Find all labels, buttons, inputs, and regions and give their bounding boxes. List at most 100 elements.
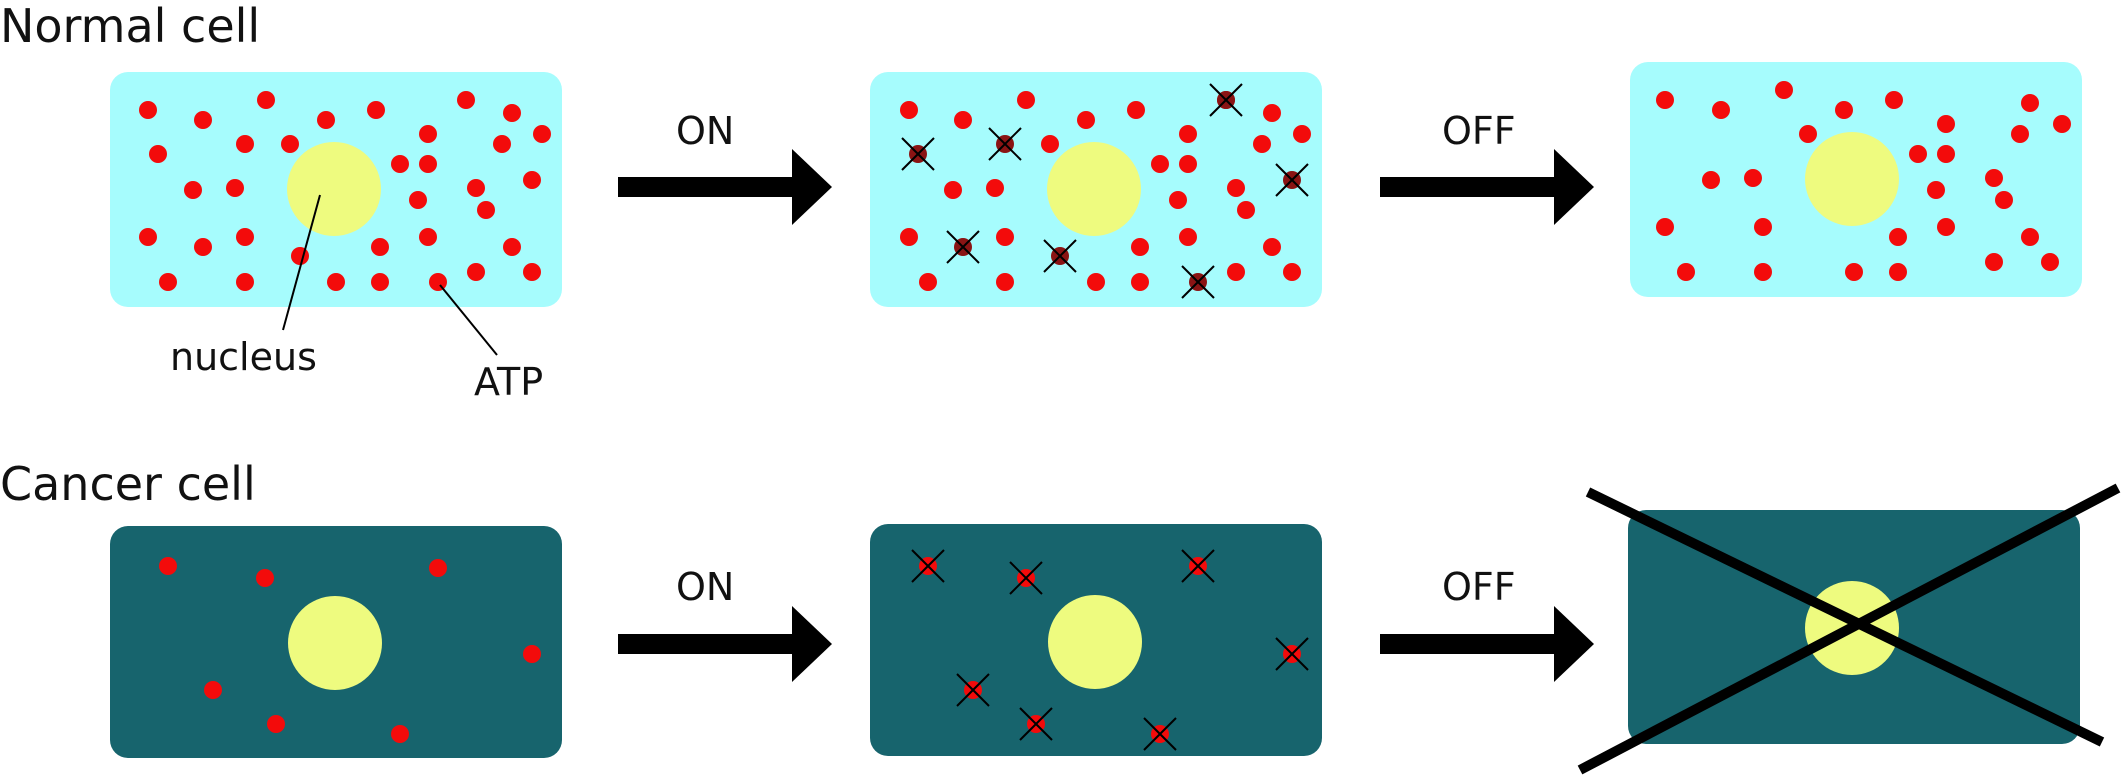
atp-dot	[429, 559, 447, 577]
atp-dot	[2041, 253, 2059, 271]
atp-dot	[1909, 145, 1927, 163]
atp-dot	[236, 273, 254, 291]
atp-dot	[1253, 135, 1271, 153]
arrow-head	[792, 606, 832, 682]
arrow-head	[792, 149, 832, 225]
atp-dot	[1017, 91, 1035, 109]
atp-dot	[317, 111, 335, 129]
depleted-atp	[1143, 717, 1177, 751]
atp-dot	[467, 263, 485, 281]
depleted-atp	[1009, 561, 1043, 595]
cross-out-line	[1585, 487, 2105, 747]
atp-dot	[419, 125, 437, 143]
atp-dot	[523, 263, 541, 281]
atp-dot	[1283, 263, 1301, 281]
atp-dot	[900, 228, 918, 246]
atp-dot	[429, 273, 447, 291]
atp-dot	[919, 273, 937, 291]
nucleus	[288, 596, 382, 690]
atp-dot	[1179, 228, 1197, 246]
atp-group	[139, 91, 551, 291]
atp-dot	[1151, 155, 1169, 173]
atp-dot	[1179, 155, 1197, 173]
normal-cell-2	[870, 72, 1322, 307]
atp-dot	[900, 101, 918, 119]
atp-dot	[2011, 125, 2029, 143]
arrow-shaft	[618, 177, 798, 197]
arrow-on-normal: ON	[618, 109, 832, 225]
atp-dot	[1169, 191, 1187, 209]
normal-cell-3	[1630, 62, 2082, 297]
nucleus-leader-line	[282, 194, 321, 331]
nucleus	[1047, 142, 1141, 236]
atp-dot	[139, 228, 157, 246]
depleted-atp	[946, 230, 980, 264]
atp-group	[1656, 81, 2071, 281]
depleted-atp	[956, 673, 990, 707]
atp-dot	[1885, 91, 1903, 109]
atp-dot	[1087, 273, 1105, 291]
atp-dot	[477, 201, 495, 219]
atp-dot	[1995, 191, 2013, 209]
atp-dot	[1227, 179, 1245, 197]
atp-dot	[996, 228, 1014, 246]
depleted-atp	[901, 137, 935, 171]
atp-dot	[159, 273, 177, 291]
atp-dot	[457, 91, 475, 109]
atp-dot	[1227, 263, 1245, 281]
depleted-atp-group	[911, 549, 1309, 751]
atp-dot	[1712, 101, 1730, 119]
depleted-atp	[1043, 239, 1077, 273]
depleted-atp	[988, 127, 1022, 161]
atp-dot	[149, 145, 167, 163]
atp-label: ATP	[474, 360, 543, 404]
arrow-off-cancer: OFF	[1380, 565, 1594, 682]
atp-dot	[236, 135, 254, 153]
atp-dot	[1937, 145, 1955, 163]
atp-dot	[371, 273, 389, 291]
atp-dot	[267, 715, 285, 733]
atp-dot	[1656, 218, 1674, 236]
atp-dot	[419, 228, 437, 246]
atp-dot	[1702, 171, 1720, 189]
atp-dot	[409, 191, 427, 209]
atp-dot	[503, 104, 521, 122]
cancer-cell-3-dead	[1577, 483, 2121, 775]
depleted-atp-group	[901, 83, 1309, 299]
atp-dot	[204, 681, 222, 699]
atp-dot	[503, 238, 521, 256]
atp-dot	[1835, 101, 1853, 119]
atp-dot	[523, 171, 541, 189]
atp-dot	[1293, 125, 1311, 143]
atp-dot	[371, 238, 389, 256]
arrow-off-normal: OFF	[1380, 109, 1594, 225]
atp-dot	[256, 569, 274, 587]
atp-dot	[226, 179, 244, 197]
nucleus	[1805, 132, 1899, 226]
arrow-on-label: ON	[676, 109, 734, 153]
depleted-atp	[1019, 707, 1053, 741]
atp-dot	[467, 179, 485, 197]
depleted-atp	[1275, 637, 1309, 671]
atp-dot	[493, 135, 511, 153]
atp-dot	[996, 273, 1014, 291]
atp-dot	[1263, 104, 1281, 122]
atp-dot	[1041, 135, 1059, 153]
depleted-atp	[911, 549, 945, 583]
depleted-atp	[1275, 163, 1309, 197]
depleted-atp	[1181, 549, 1215, 583]
atp-dot	[1937, 218, 1955, 236]
row-title-cancer: Cancer cell	[0, 457, 256, 511]
depleted-atp	[1209, 83, 1243, 117]
arrow-head	[1554, 149, 1594, 225]
atp-dot	[1927, 181, 1945, 199]
arrow-on-cancer: ON	[618, 565, 832, 682]
atp-dot	[1754, 218, 1772, 236]
cancer-cell-2	[870, 524, 1322, 756]
atp-dot	[391, 725, 409, 743]
atp-dot	[523, 645, 541, 663]
atp-dot	[1889, 228, 1907, 246]
nucleus	[287, 142, 381, 236]
atp-dot	[2021, 228, 2039, 246]
